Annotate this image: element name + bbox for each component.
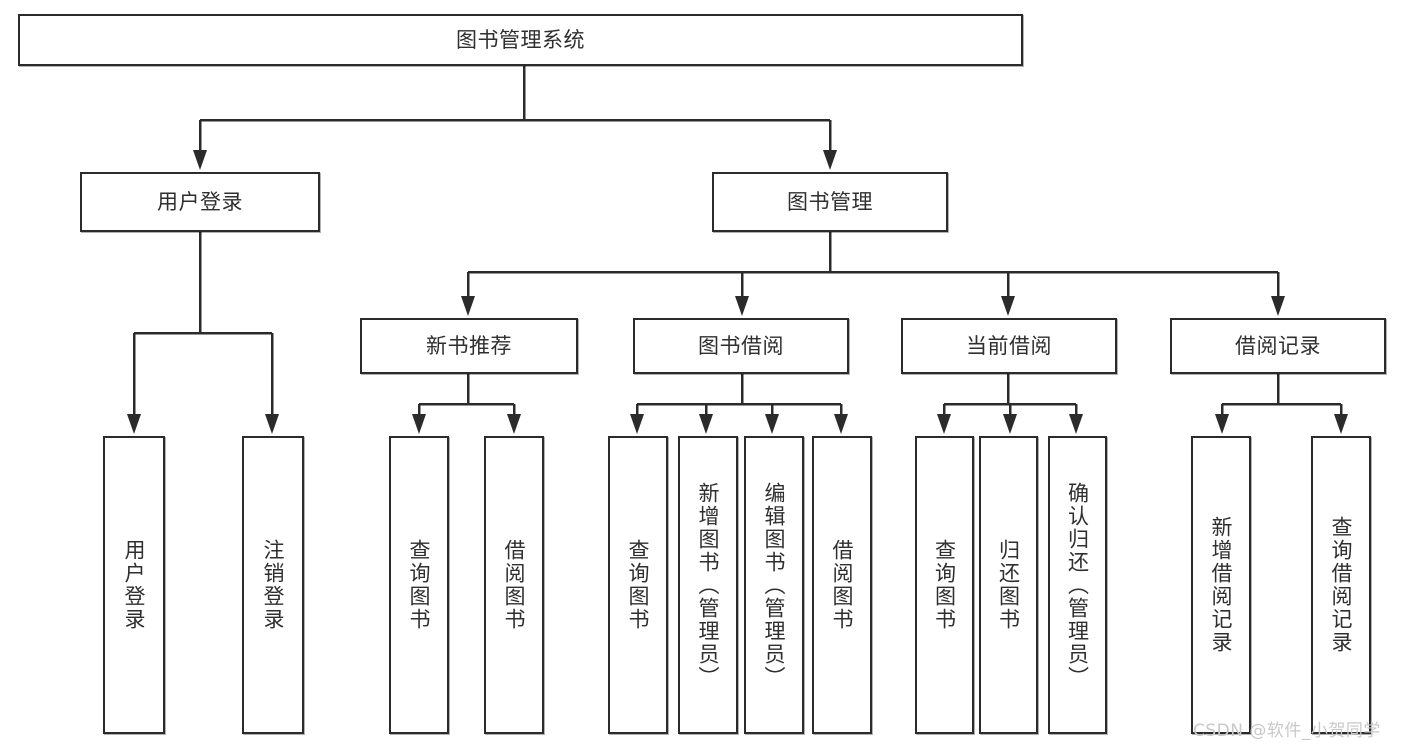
arrow-head-icon [412,414,426,434]
node-leaf-add-book[interactable]: 新增图书（管理员） [678,436,738,734]
node-label-new-book-rec: 新书推荐 [426,333,512,358]
node-new-book-rec[interactable]: 新书推荐 [360,318,578,374]
node-label-leaf-query-book-3: 查询图书 [932,539,957,631]
node-label-leaf-logout: 注销登录 [261,539,286,631]
arrow-head-icon [1271,296,1285,316]
node-label-leaf-borrow-book-2: 借阅图书 [830,539,855,631]
arrow-head-icon [127,414,141,434]
arrow-head-icon [1334,414,1348,434]
arrow-head-icon [937,414,951,434]
arrow-head-icon [699,414,713,434]
node-label-leaf-edit-book: 编辑图书（管理员） [762,481,787,689]
arrow-head-icon [265,414,279,434]
node-label-leaf-return-book: 归还图书 [996,539,1021,631]
arrow-head-icon [735,296,749,316]
node-label-leaf-confirm-return: 确认归还（管理员） [1065,481,1090,689]
node-root[interactable]: 图书管理系统 [18,14,1023,66]
node-user-login[interactable]: 用户登录 [80,172,320,232]
node-label-leaf-user-login: 用户登录 [122,539,147,631]
arrow-head-icon [461,296,475,316]
node-label-leaf-add-record: 新增借阅记录 [1209,516,1234,654]
node-leaf-add-record[interactable]: 新增借阅记录 [1191,436,1251,734]
arrow-head-icon [1001,296,1015,316]
node-label-leaf-borrow-book-1: 借阅图书 [502,539,527,631]
node-label-borrow-record: 借阅记录 [1235,333,1321,358]
watermark-label: CSDN @软件_小贺同学 [1193,721,1381,741]
connector-group [127,66,1348,434]
arrow-head-icon [834,414,848,434]
node-label-user-login: 用户登录 [157,189,243,214]
arrow-head-icon [823,150,837,170]
node-label-leaf-query-book-2: 查询图书 [626,539,651,631]
arrow-head-icon [193,150,207,170]
node-leaf-borrow-book-2[interactable]: 借阅图书 [812,436,872,734]
node-label-current-borrow: 当前借阅 [966,333,1052,358]
arrow-head-icon [1069,414,1083,434]
node-leaf-confirm-return[interactable]: 确认归还（管理员） [1048,436,1107,734]
node-leaf-return-book[interactable]: 归还图书 [979,436,1038,734]
node-leaf-query-book-1[interactable]: 查询图书 [389,436,449,734]
node-leaf-query-book-3[interactable]: 查询图书 [915,436,974,734]
arrow-head-icon [1003,414,1017,434]
node-label-leaf-query-book-1: 查询图书 [407,539,432,631]
node-label-root: 图书管理系统 [456,27,585,52]
node-leaf-logout[interactable]: 注销登录 [242,436,304,734]
node-label-leaf-query-record: 查询借阅记录 [1329,516,1354,654]
node-current-borrow[interactable]: 当前借阅 [901,318,1117,374]
node-leaf-query-book-2[interactable]: 查询图书 [608,436,668,734]
node-leaf-edit-book[interactable]: 编辑图书（管理员） [744,436,804,734]
node-label-book-borrow: 图书借阅 [698,333,784,358]
arrow-head-icon [507,414,521,434]
arrow-head-icon [1215,414,1229,434]
node-leaf-borrow-book-1[interactable]: 借阅图书 [484,436,544,734]
node-label-book-manage: 图书管理 [787,189,873,214]
node-borrow-record[interactable]: 借阅记录 [1170,318,1386,374]
node-book-borrow[interactable]: 图书借阅 [633,318,849,374]
node-label-leaf-add-book: 新增图书（管理员） [696,481,721,689]
arrow-head-icon [765,414,779,434]
node-leaf-user-login[interactable]: 用户登录 [103,436,165,734]
arrow-head-icon [630,414,644,434]
node-leaf-query-record[interactable]: 查询借阅记录 [1311,436,1371,734]
node-book-manage[interactable]: 图书管理 [712,172,948,232]
